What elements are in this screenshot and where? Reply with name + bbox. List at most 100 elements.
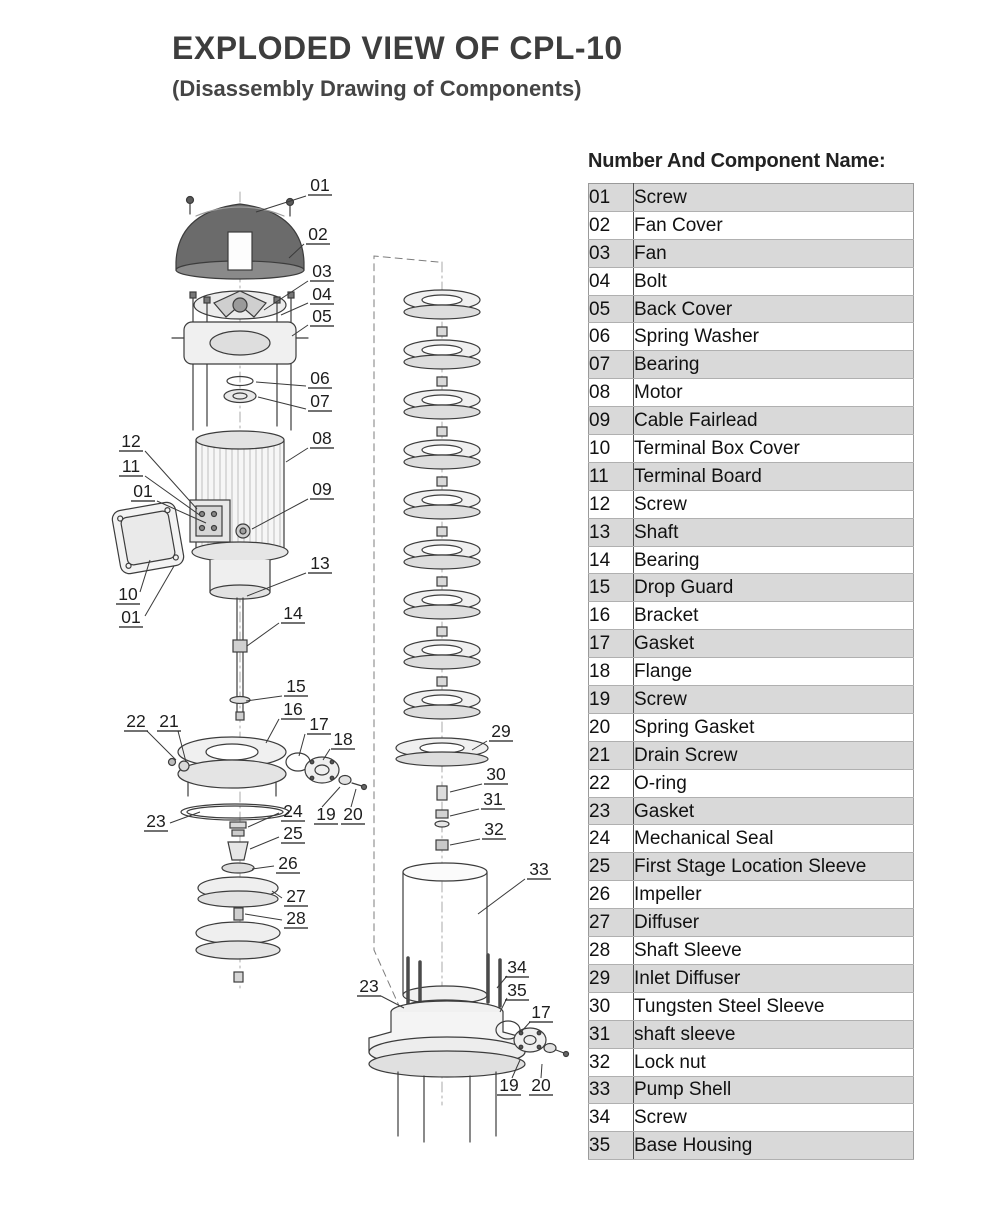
callout-leader-line [477, 878, 526, 915]
part-number: 01 [588, 183, 634, 212]
part-name: Flange [633, 657, 914, 687]
callout-number-25: 25 [283, 823, 302, 843]
part-name: Back Cover [633, 295, 914, 324]
callout-number-16: 16 [283, 699, 302, 719]
part-name: Inlet Diffuser [633, 964, 914, 993]
part-name: First Stage Location Sleeve [633, 852, 914, 882]
gasket-drawing [180, 803, 290, 821]
part-number: 34 [588, 1103, 634, 1133]
part-number: 25 [588, 852, 634, 882]
base-screws-drawing [406, 953, 502, 1008]
callout-number-17: 17 [309, 714, 328, 734]
part-number: 15 [588, 573, 634, 603]
callout-number-17: 17 [531, 1002, 550, 1022]
part-name: Terminal Box Cover [633, 434, 914, 463]
part-number: 31 [588, 1020, 634, 1049]
part-number: 20 [588, 713, 634, 742]
flange-set-drawing [285, 752, 368, 791]
part-number: 11 [588, 462, 634, 491]
callout-leader-line [255, 195, 307, 213]
callout-leader-line [285, 447, 309, 463]
callout-leader-line [144, 450, 198, 510]
callout-number-12: 12 [121, 431, 140, 451]
part-number: 05 [588, 295, 634, 324]
part-number: 02 [588, 211, 634, 240]
part-name: Spring Washer [633, 322, 914, 352]
part-name: Motor [633, 378, 914, 408]
part-number: 13 [588, 518, 634, 547]
callout-leader-line [144, 565, 175, 617]
part-name: Bolt [633, 267, 914, 296]
part-name: Bearing [633, 546, 914, 575]
part-number: 24 [588, 824, 634, 854]
callout-number-01: 01 [133, 481, 152, 501]
part-name: Cable Fairlead [633, 406, 914, 436]
part-name: Screw [633, 1103, 914, 1133]
callout-number-13: 13 [310, 553, 329, 573]
part-name: Screw [633, 490, 914, 519]
part-number: 29 [588, 964, 634, 993]
part-name: Impeller [633, 880, 914, 910]
part-number: 19 [588, 685, 634, 714]
part-name: Base Housing [633, 1131, 914, 1161]
part-name: Lock nut [633, 1048, 914, 1077]
callout-number-27: 27 [286, 886, 305, 906]
part-number: 16 [588, 601, 634, 631]
callout-number-11: 11 [122, 456, 140, 476]
part-number: 14 [588, 546, 634, 575]
callout-leader-line [321, 786, 341, 808]
inlet-diffuser-drawing [395, 737, 489, 767]
part-number: 23 [588, 797, 634, 826]
terminal-board-drawing [189, 499, 231, 543]
stage-stack-drawing [403, 289, 481, 720]
callout-leader-line [247, 812, 280, 828]
small-sleeve-parts-drawing [434, 785, 450, 851]
callout-leader-line [251, 865, 275, 870]
callout-number-01: 01 [310, 175, 329, 195]
seal-impeller-stack-drawing [195, 821, 281, 983]
callout-number-02: 02 [308, 224, 327, 244]
callout-number-26: 26 [278, 853, 297, 873]
callout-number-33: 33 [529, 859, 548, 879]
part-name: Shaft [633, 518, 914, 547]
drain-screw-drawing [167, 757, 190, 772]
part-name: Gasket [633, 629, 914, 659]
part-name: Diffuser [633, 908, 914, 938]
part-number: 03 [588, 239, 634, 268]
callout-leader-line [169, 811, 201, 824]
part-number: 30 [588, 992, 634, 1021]
part-name: shaft sleeve [633, 1020, 914, 1049]
callout-leader-line [263, 280, 309, 311]
callout-leader-line [471, 740, 488, 751]
cable-fairlead-drawing [235, 523, 251, 539]
fan-cover-drawing [175, 203, 305, 280]
callout-number-14: 14 [283, 603, 303, 623]
callout-number-32: 32 [484, 819, 503, 839]
part-number: 06 [588, 322, 634, 352]
callout-number-07: 07 [310, 391, 329, 411]
callout-number-09: 09 [312, 479, 331, 499]
part-name: Gasket [633, 797, 914, 826]
callout-leader-line [246, 572, 307, 597]
bearing-top-drawing [223, 388, 257, 404]
part-number: 21 [588, 741, 634, 770]
callout-number-04: 04 [312, 284, 332, 304]
callout-leader-line [251, 498, 309, 530]
callout-labels: 0102030405060708091211011001131415161718… [116, 175, 553, 1096]
callout-leader-line [449, 783, 483, 793]
